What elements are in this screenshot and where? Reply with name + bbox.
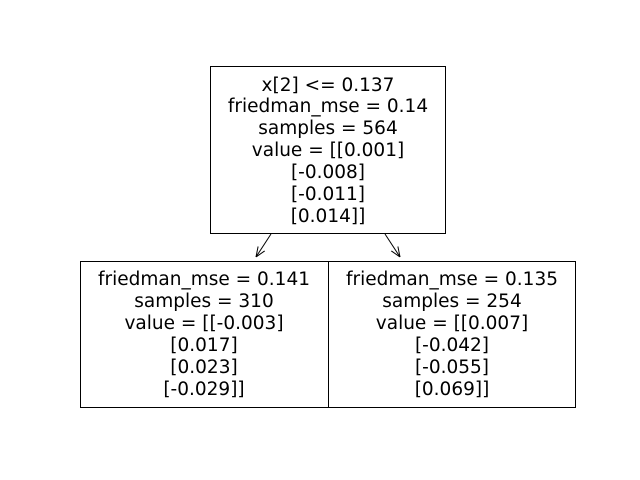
left-node: friedman_mse = 0.141 samples = 310 value…	[80, 261, 329, 408]
right-line-3: [-0.042]	[415, 335, 489, 356]
left-line-2: value = [[-0.003]	[124, 313, 283, 334]
left-node-box	[80, 261, 329, 408]
left-line-4: [0.023]	[170, 357, 237, 378]
root-line-0: x[2] <= 0.137	[262, 75, 395, 96]
root-line-4: [-0.008]	[291, 162, 365, 183]
right-line-4: [-0.055]	[415, 357, 489, 378]
root-line-5: [-0.011]	[291, 184, 365, 205]
right-node-box	[328, 261, 576, 408]
root-line-1: friedman_mse = 0.14	[228, 96, 428, 117]
left-line-1: samples = 310	[134, 291, 273, 312]
left-line-3: [0.017]	[170, 335, 237, 356]
left-line-5: [-0.029]]	[163, 379, 244, 400]
root-line-3: value = [[0.001]	[252, 140, 404, 161]
root-line-2: samples = 564	[258, 118, 397, 139]
right-line-5: [0.069]]	[415, 379, 490, 400]
root-line-6: [0.014]]	[291, 206, 366, 227]
right-line-1: samples = 254	[382, 291, 521, 312]
right-line-0: friedman_mse = 0.135	[346, 269, 558, 290]
right-line-2: value = [[0.007]	[376, 313, 528, 334]
root-node-box	[210, 66, 446, 234]
right-node: friedman_mse = 0.135 samples = 254 value…	[328, 261, 576, 408]
edge-root-to-right	[384, 233, 400, 257]
left-line-0: friedman_mse = 0.141	[98, 269, 310, 290]
root-node: x[2] <= 0.137 friedman_mse = 0.14 sample…	[210, 66, 446, 234]
edge-root-to-left	[256, 233, 272, 257]
